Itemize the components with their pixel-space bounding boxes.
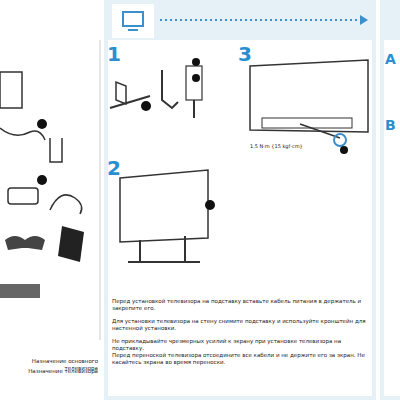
callout-dot [340, 146, 348, 154]
step-number: A [385, 52, 400, 66]
screwdriver [300, 124, 340, 138]
step-number: 3 [238, 44, 262, 64]
stand-part [162, 70, 178, 108]
stand-leg [139, 240, 141, 262]
step-number: 1 [107, 44, 131, 64]
callout-dot [192, 58, 200, 66]
callout-dot [37, 175, 47, 185]
cable-part [0, 128, 45, 140]
note-text: Перед установкой телевизора на подставку… [112, 298, 370, 312]
tv-back [250, 60, 368, 132]
tv-part [0, 72, 22, 108]
adapter-part [8, 188, 38, 204]
tv-back [120, 170, 208, 242]
stand-bar-part [0, 284, 40, 298]
panel-body [108, 40, 372, 396]
callout-dot [37, 119, 47, 129]
dotted-arrow [160, 19, 360, 21]
note-text: Для установки телевизора на стену снимит… [112, 318, 370, 332]
zoom-box [186, 66, 202, 100]
callout-dot [205, 200, 215, 210]
note-text: Перед переноской телевизора отсоедините … [112, 352, 370, 366]
arrow-head [360, 15, 368, 25]
power-cable-part [50, 195, 82, 214]
bracket-part [50, 138, 62, 162]
icon-tab [112, 4, 154, 38]
callout-dot [192, 74, 200, 82]
note-text: Не прикладывайте чрезмерных усилий к экр… [112, 338, 370, 352]
tv-icon [128, 29, 138, 31]
step-number: 2 [107, 158, 131, 178]
callout-dot [141, 101, 151, 111]
divider [100, 40, 101, 340]
remote-part [58, 226, 84, 262]
stand-base [128, 261, 200, 263]
screw [193, 100, 195, 118]
note-text: 1,5 N·m {15 kgf·cm} [250, 143, 340, 149]
panel-frame [380, 0, 400, 400]
stand-leg [184, 236, 186, 262]
tv-icon [123, 12, 143, 26]
step-number: B [385, 118, 400, 132]
panel-body [384, 40, 400, 396]
note-text: Назначение телевизора [0, 368, 98, 375]
panel-frame [104, 0, 376, 400]
screw-mark [334, 134, 346, 146]
glasses-part [5, 236, 45, 250]
stand-neck [116, 82, 126, 104]
